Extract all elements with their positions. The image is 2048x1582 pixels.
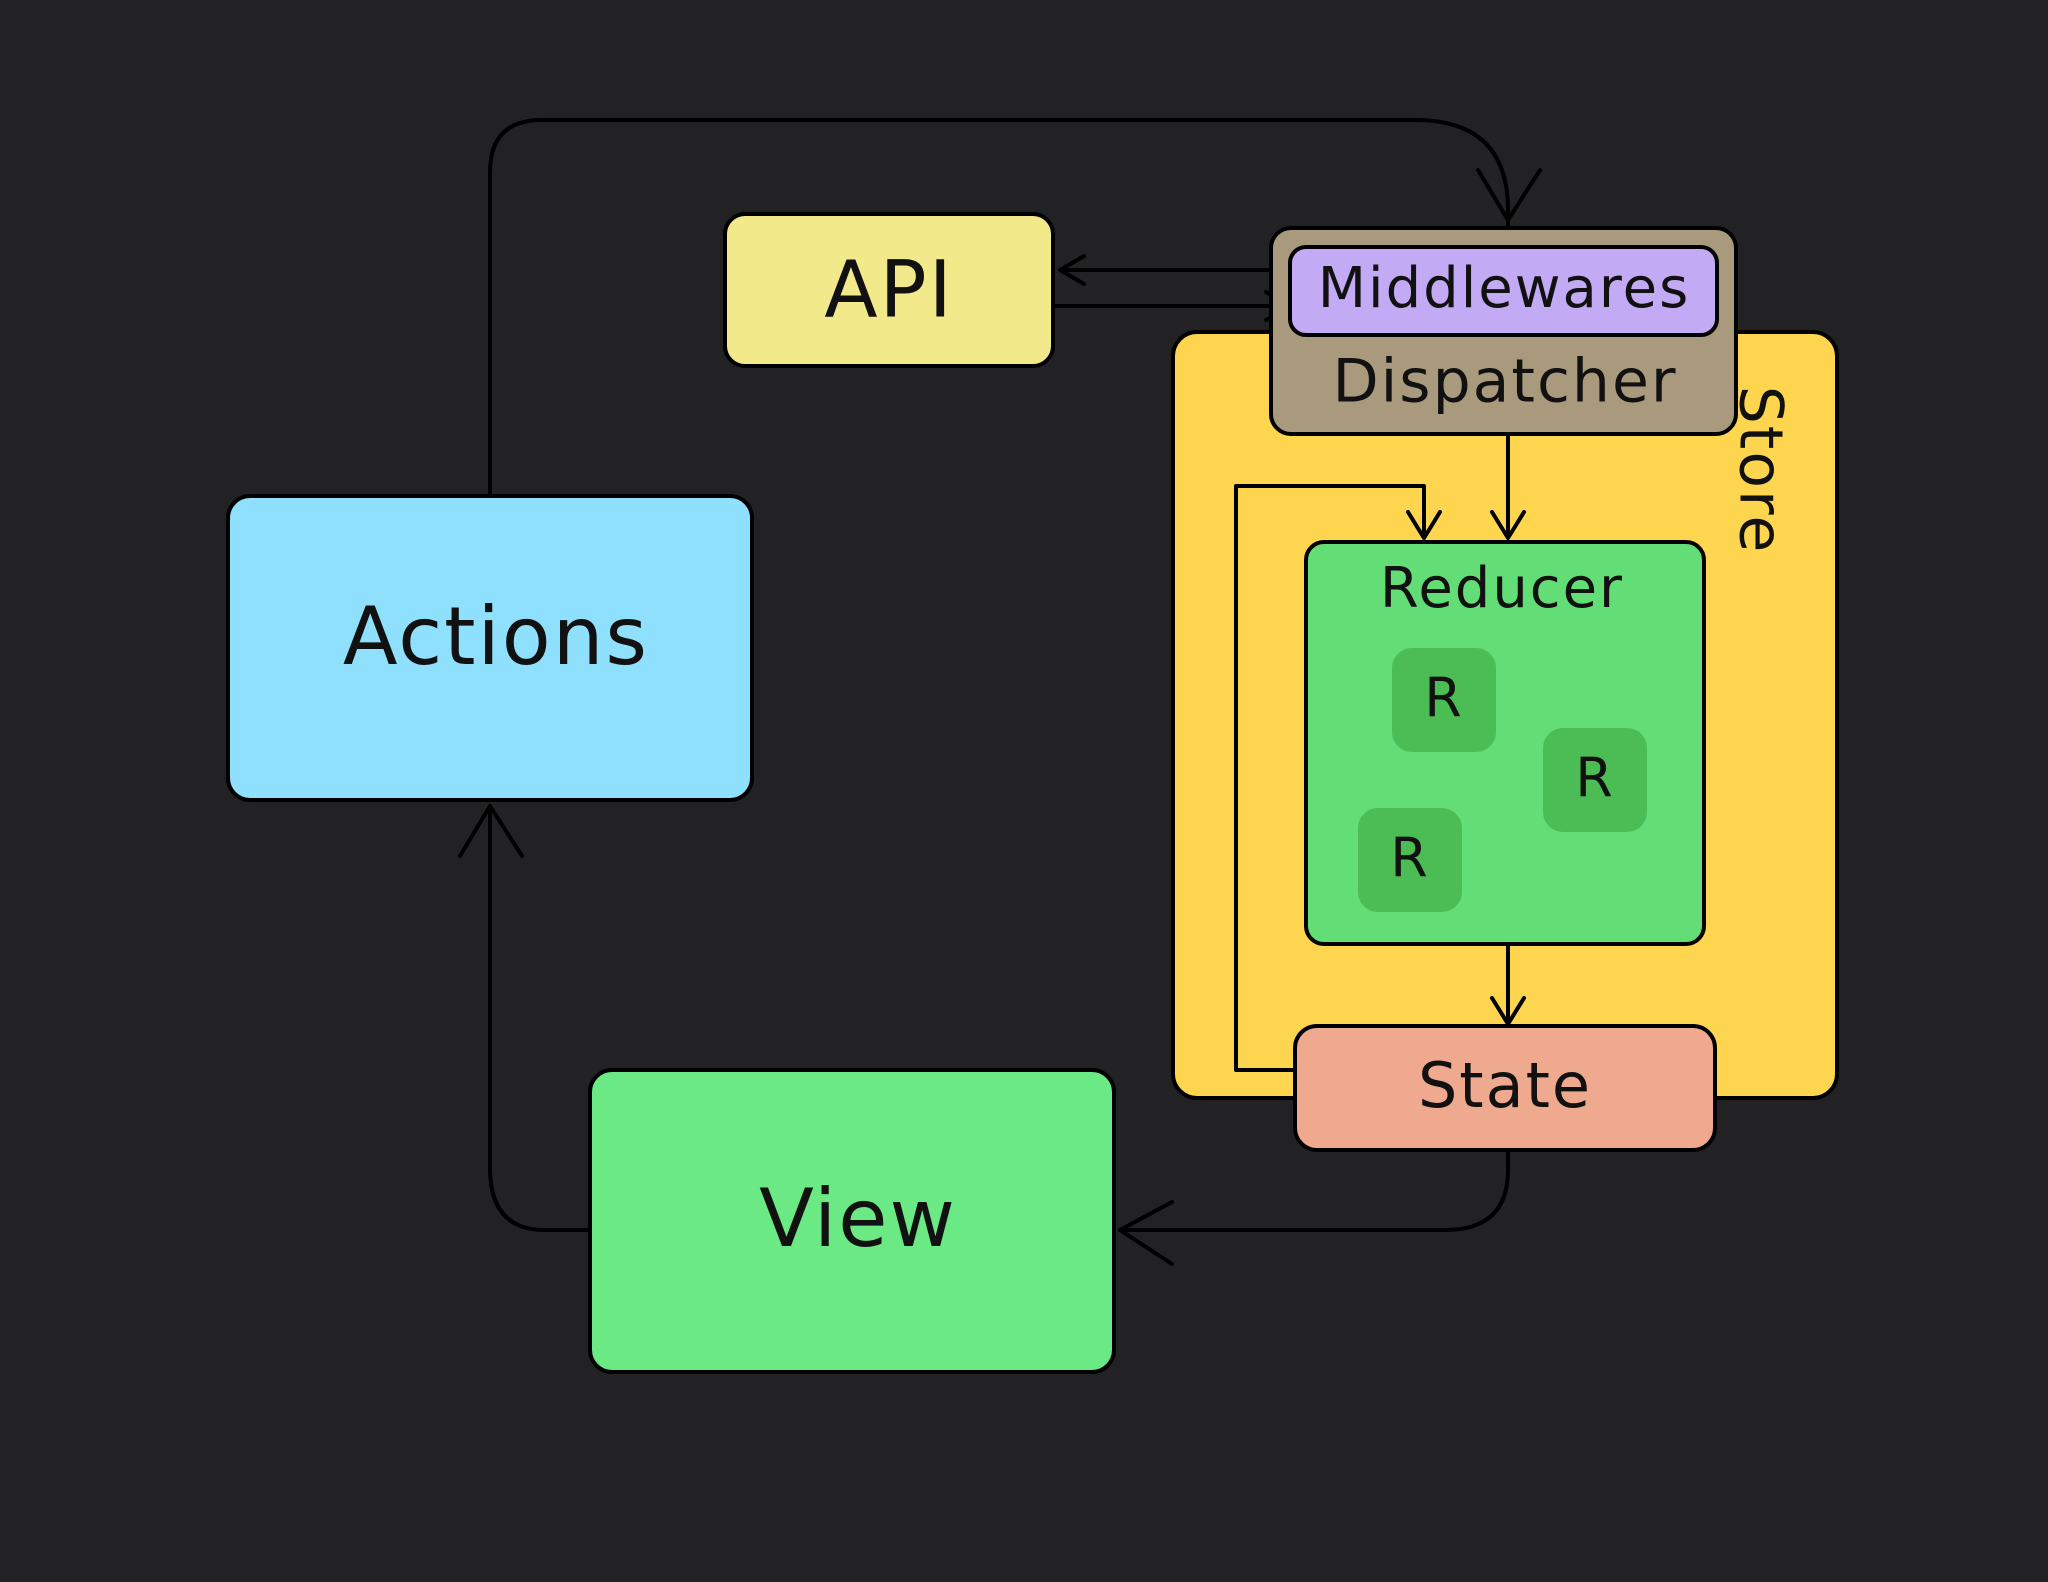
api-box bbox=[723, 212, 1055, 368]
sub-reducer-label: R bbox=[1575, 747, 1615, 810]
edge-view-to-actions bbox=[488, 806, 592, 1232]
middlewares-box bbox=[1288, 245, 1719, 337]
sub-reducer-label: R bbox=[1424, 667, 1464, 730]
arrowhead-into-reducer-from-dispatcher bbox=[1490, 510, 1526, 540]
sub-reducer-box bbox=[1543, 728, 1647, 832]
arrowhead-into-actions bbox=[458, 804, 524, 858]
actions-box bbox=[226, 494, 754, 802]
state-label: State bbox=[1418, 1049, 1592, 1122]
sub-reducer-box bbox=[1358, 808, 1462, 912]
api-label: API bbox=[824, 245, 953, 335]
middlewares-label: Middlewares bbox=[1318, 256, 1691, 321]
view-box bbox=[588, 1068, 1116, 1374]
edge-state-to-reducer bbox=[1234, 484, 1426, 1072]
arrowhead-into-api bbox=[1058, 254, 1086, 286]
arrowhead-into-reducer-from-state bbox=[1406, 510, 1442, 540]
arrowhead-into-view bbox=[1118, 1200, 1174, 1266]
state-box bbox=[1293, 1024, 1717, 1152]
sub-reducer-label: R bbox=[1390, 827, 1430, 890]
edge-actions-to-dispatcher bbox=[488, 118, 1510, 498]
sub-reducer-box bbox=[1392, 648, 1496, 752]
view-label: View bbox=[759, 1172, 957, 1265]
edge-state-to-view bbox=[1118, 1148, 1510, 1232]
reducer-label: Reducer bbox=[1380, 556, 1624, 621]
arrowhead-into-dispatcher bbox=[1476, 168, 1542, 222]
actions-label: Actions bbox=[343, 590, 649, 683]
dispatcher-label: Dispatcher bbox=[1332, 347, 1677, 417]
